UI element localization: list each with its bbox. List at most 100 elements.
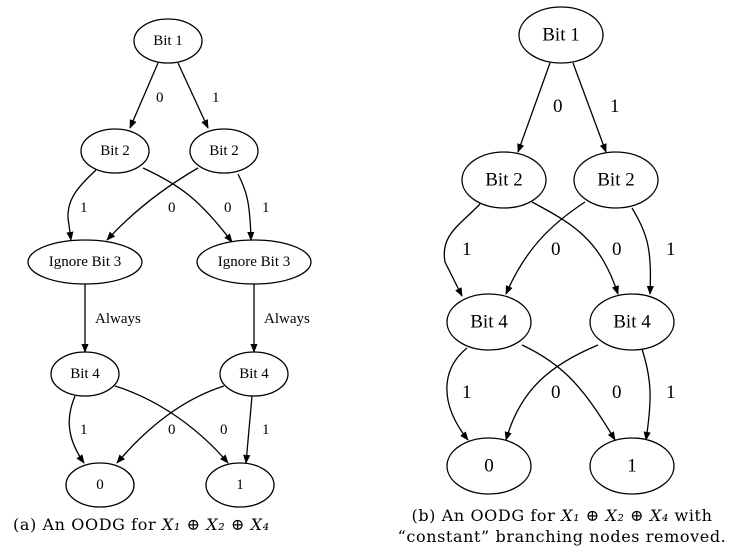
node-a-ignore3-right: Ignore Bit 3: [196, 239, 312, 285]
node-label: Bit 2: [597, 170, 634, 191]
edge-a-bit4-right-to-a-leaf0: 0: [116, 385, 225, 464]
edge-b-bit2-left-to-b-bit4-right: 0: [531, 201, 619, 295]
node-ellipse: [205, 462, 275, 508]
node-label: Bit 2: [485, 170, 522, 191]
edge-label: 0: [224, 200, 232, 216]
node-b-bit4-left: Bit 4: [446, 293, 532, 351]
node-label: Ignore Bit 3: [218, 254, 291, 270]
edge-arrow: [243, 395, 253, 464]
node-ellipse: [219, 351, 289, 397]
node-b-bit1: Bit 1: [518, 6, 604, 64]
edge-a-bit4-left-to-a-leaf0: 1: [68, 395, 88, 464]
edge-b-bit2-right-to-b-bit4-left: 0: [505, 201, 622, 295]
edge-b-bit4-right-to-b-leaf1: 1: [641, 348, 676, 441]
node-label: 0: [96, 477, 104, 493]
caption-b-line2: “constant” branching nodes removed.: [397, 527, 727, 546]
edge-b-bit4-right-to-b-leaf0: 0: [504, 344, 622, 441]
edge-label: 1: [262, 422, 270, 438]
caption-b-line1: (b) An OODG for X₁ ⊕ X₂ ⊕ X₄ with: [381, 505, 743, 526]
edge-label: 1: [462, 239, 472, 260]
edge-label: 0: [551, 239, 561, 260]
edge-arrow: [521, 344, 616, 441]
edge-arrow: [106, 167, 199, 241]
edge-arrow: [631, 207, 654, 295]
node-ellipse: [196, 239, 312, 285]
edge-a-bit4-right-to-a-leaf1: 1: [243, 395, 270, 464]
edge-label: 1: [212, 90, 220, 106]
node-ellipse: [50, 351, 120, 397]
edge-label: 1: [80, 422, 88, 438]
edge-a-ignore3-left-to-a-bit4-left: Always: [81, 284, 141, 353]
edge-a-bit1-to-a-bit2-right: 1: [177, 62, 220, 129]
edge-a-ignore3-right-to-a-bit4-right: Always: [250, 284, 310, 353]
node-ellipse: [446, 437, 532, 495]
edge-label: Always: [95, 311, 141, 327]
node-label: Bit 1: [542, 25, 579, 46]
edge-label: 1: [666, 239, 676, 260]
edge-arrow: [504, 344, 599, 441]
edge-a-bit2-left-to-a-ignore3-right: 0: [142, 167, 233, 243]
node-ellipse: [446, 293, 532, 351]
edge-label: 0: [612, 239, 622, 260]
edge-arrow: [531, 201, 619, 295]
node-b-bit2-right: Bit 2: [573, 151, 659, 209]
figure-b-nodes: Bit 1 Bit 2 Bit 2 Bit 4 Bit 4 0 1: [446, 6, 675, 495]
edge-arrow: [114, 385, 229, 464]
edge-b-bit2-right-to-b-bit4-right: 1: [631, 207, 676, 295]
edge-label: 0: [612, 382, 622, 403]
edge-arrow: [66, 169, 97, 241]
node-ellipse: [461, 151, 547, 209]
edge-label: 1: [262, 200, 270, 216]
edge-label: 0: [551, 382, 561, 403]
node-a-bit1: Bit 1: [133, 18, 203, 64]
edge-label: 1: [610, 96, 620, 117]
edge-a-bit2-right-to-a-ignore3-left: 0: [106, 167, 199, 241]
node-ellipse: [27, 239, 143, 285]
edge-label: 0: [168, 422, 176, 438]
node-b-bit4-right: Bit 4: [589, 293, 675, 351]
edge-arrow: [116, 385, 225, 464]
node-label: Bit 4: [613, 312, 651, 333]
edge-a-bit4-left-to-a-leaf1: 0: [114, 385, 229, 464]
edge-arrow: [177, 62, 209, 129]
node-label: Bit 4: [470, 312, 508, 333]
edge-arrow: [517, 62, 551, 153]
node-label: 0: [484, 456, 494, 477]
edge-label: 0: [220, 422, 228, 438]
caption-a-formula: X₁ ⊕ X₂ ⊕ X₄: [161, 515, 270, 534]
edge-arrow: [142, 167, 233, 243]
edge-a-bit1-to-a-bit2-left: 0: [129, 62, 164, 129]
node-ellipse: [65, 462, 135, 508]
node-b-leaf1: 1: [589, 437, 675, 495]
edge-arrow: [505, 201, 586, 295]
caption-b-prefix: (b) An OODG for: [411, 506, 556, 525]
node-a-bit4-left: Bit 4: [50, 351, 120, 397]
edge-label: 1: [666, 382, 676, 403]
edge-b-bit1-to-b-bit2-left: 0: [517, 62, 563, 153]
edge-arrow: [68, 395, 85, 464]
node-label: 1: [627, 456, 637, 477]
node-b-leaf0: 0: [446, 437, 532, 495]
figure-b-edges: 0 1 1 0 0 1 1 0 0 1: [443, 62, 676, 441]
caption-b-formula: X₁ ⊕ X₂ ⊕ X₄: [561, 506, 669, 525]
edge-label: 1: [462, 382, 472, 403]
edge-b-bit4-left-to-b-leaf1: 0: [521, 344, 616, 441]
node-ellipse: [573, 151, 659, 209]
edge-b-bit4-left-to-b-leaf0: 1: [446, 347, 472, 441]
edge-arrow: [443, 203, 481, 297]
node-label: Bit 4: [70, 366, 100, 382]
node-a-leaf0: 0: [65, 462, 135, 508]
caption-b-suffix: with: [674, 506, 713, 525]
edge-label: 0: [553, 96, 563, 117]
edge-b-bit2-left-to-b-bit4-left: 1: [443, 203, 481, 297]
edge-label: 0: [168, 200, 176, 216]
node-a-bit4-right: Bit 4: [219, 351, 289, 397]
figure-b-caption: (b) An OODG for X₁ ⊕ X₂ ⊕ X₄ with “const…: [381, 505, 743, 547]
node-ellipse: [589, 293, 675, 351]
edge-arrow: [572, 62, 607, 153]
edge-label: 0: [156, 90, 164, 106]
edge-label: 1: [80, 200, 88, 216]
